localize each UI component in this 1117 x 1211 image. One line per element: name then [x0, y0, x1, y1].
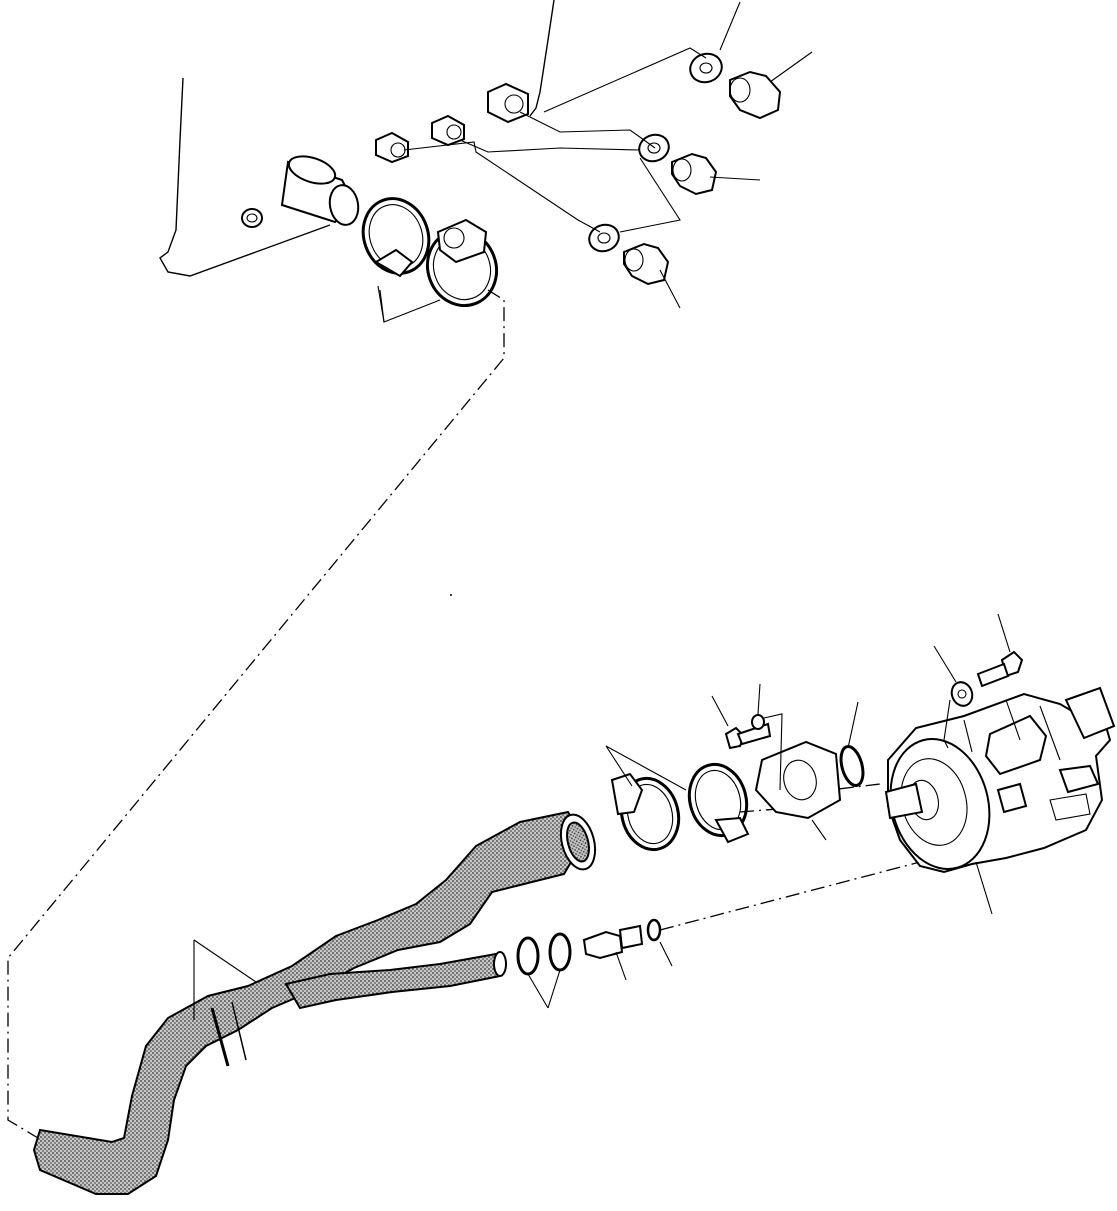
hose-nipple-fitting [582, 924, 644, 981]
dashed-connector-hose [7, 289, 505, 1139]
plug-top [729, 70, 782, 120]
flange-o-ring [839, 701, 865, 787]
small-hose-clamps [516, 932, 572, 1009]
leader-lines-upper [377, 1, 813, 323]
hose-clamp-upper-right [426, 218, 498, 308]
nut-center-3 [487, 82, 529, 124]
dashed-connector-pump [659, 861, 921, 931]
leader-flange-clamps [605, 745, 687, 791]
flange-bolt-washer [751, 683, 783, 791]
flange-hose-clamp-left [610, 772, 681, 852]
mounting-panel-outline [159, 0, 555, 277]
plug-middle [671, 152, 718, 196]
suction-flange [754, 740, 842, 841]
pump-bolt-washer [933, 645, 974, 749]
nut-center-2 [431, 114, 465, 147]
flange-bolt [711, 695, 772, 750]
main-suction-hose [32, 810, 597, 1195]
nut-center-1 [375, 131, 409, 164]
hose-clamp-upper-left [361, 197, 431, 278]
pipe-sleeve [280, 155, 360, 226]
plug-lower [623, 242, 670, 286]
washer-top [689, 52, 723, 84]
o-ring-small [646, 918, 673, 967]
hydraulic-pump [884, 686, 1116, 915]
stray-mark [450, 594, 452, 596]
leader-hose-band [193, 939, 257, 1020]
washer-lower [588, 223, 620, 253]
pump-bolt [976, 613, 1024, 688]
flange-hose-clamp-right [687, 762, 750, 844]
small-nut-left [241, 208, 263, 228]
hose-band-left [210, 1001, 247, 1067]
return-hose [284, 951, 507, 1010]
